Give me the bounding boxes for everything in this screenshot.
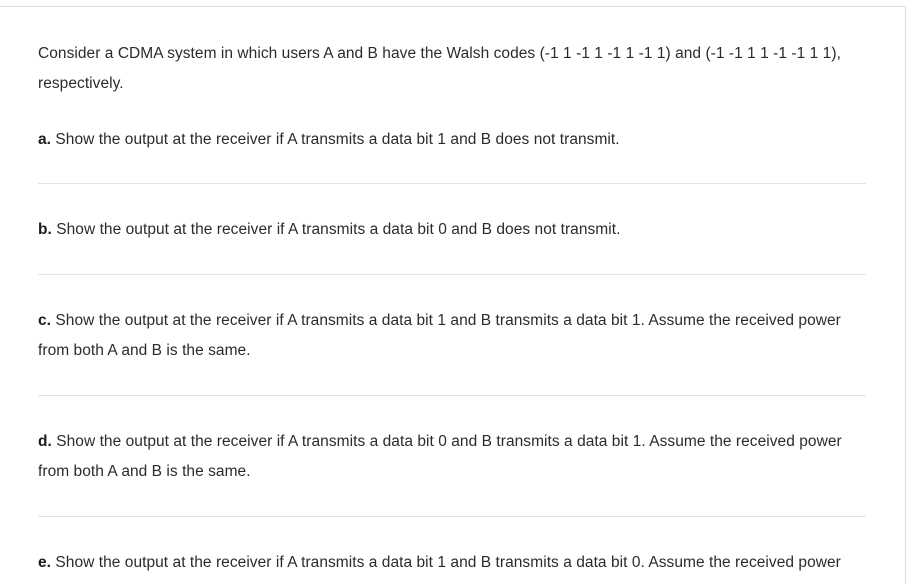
question-part-d-label: d. — [38, 433, 52, 450]
question-part-e-body: Show the output at the receiver if A tra… — [55, 554, 841, 571]
question-part-d: d. Show the output at the receiver if A … — [38, 396, 865, 487]
question-part-b-text: b. Show the output at the receiver if A … — [38, 215, 865, 245]
part-divider-3 — [38, 395, 866, 396]
question-part-e: e. Show the output at the receiver if A … — [38, 517, 865, 584]
question-part-d-body: Show the output at the receiver if A tra… — [38, 433, 842, 480]
problem-statement: Consider a CDMA system in which users A … — [38, 45, 841, 92]
question-card-body: Consider a CDMA system in which users A … — [0, 7, 905, 584]
question-part-a-label: a. — [38, 131, 52, 148]
question-part-b-label: b. — [38, 221, 52, 238]
part-divider-4 — [38, 516, 866, 517]
question-part-a: a. Show the output at the receiver if A … — [38, 99, 865, 155]
question-part-c: c. Show the output at the receiver if A … — [38, 275, 865, 366]
question-part-a-body: Show the output at the receiver if A tra… — [55, 131, 620, 148]
question-part-c-label: c. — [38, 312, 52, 329]
question-part-a-text: a. Show the output at the receiver if A … — [38, 125, 865, 155]
question-part-d-text: d. Show the output at the receiver if A … — [38, 427, 865, 487]
part-divider-1 — [38, 183, 866, 184]
part-divider-2 — [38, 274, 866, 275]
question-part-c-body: Show the output at the receiver if A tra… — [38, 312, 841, 359]
question-part-c-text: c. Show the output at the receiver if A … — [38, 306, 865, 366]
question-part-b: b. Show the output at the receiver if A … — [38, 184, 865, 245]
question-part-b-body: Show the output at the receiver if A tra… — [56, 221, 621, 238]
question-part-e-text: e. Show the output at the receiver if A … — [38, 548, 865, 584]
question-part-e-label: e. — [38, 554, 52, 571]
question-parts-list: a. Show the output at the receiver if A … — [38, 99, 866, 584]
question-card: Consider a CDMA system in which users A … — [0, 6, 906, 584]
